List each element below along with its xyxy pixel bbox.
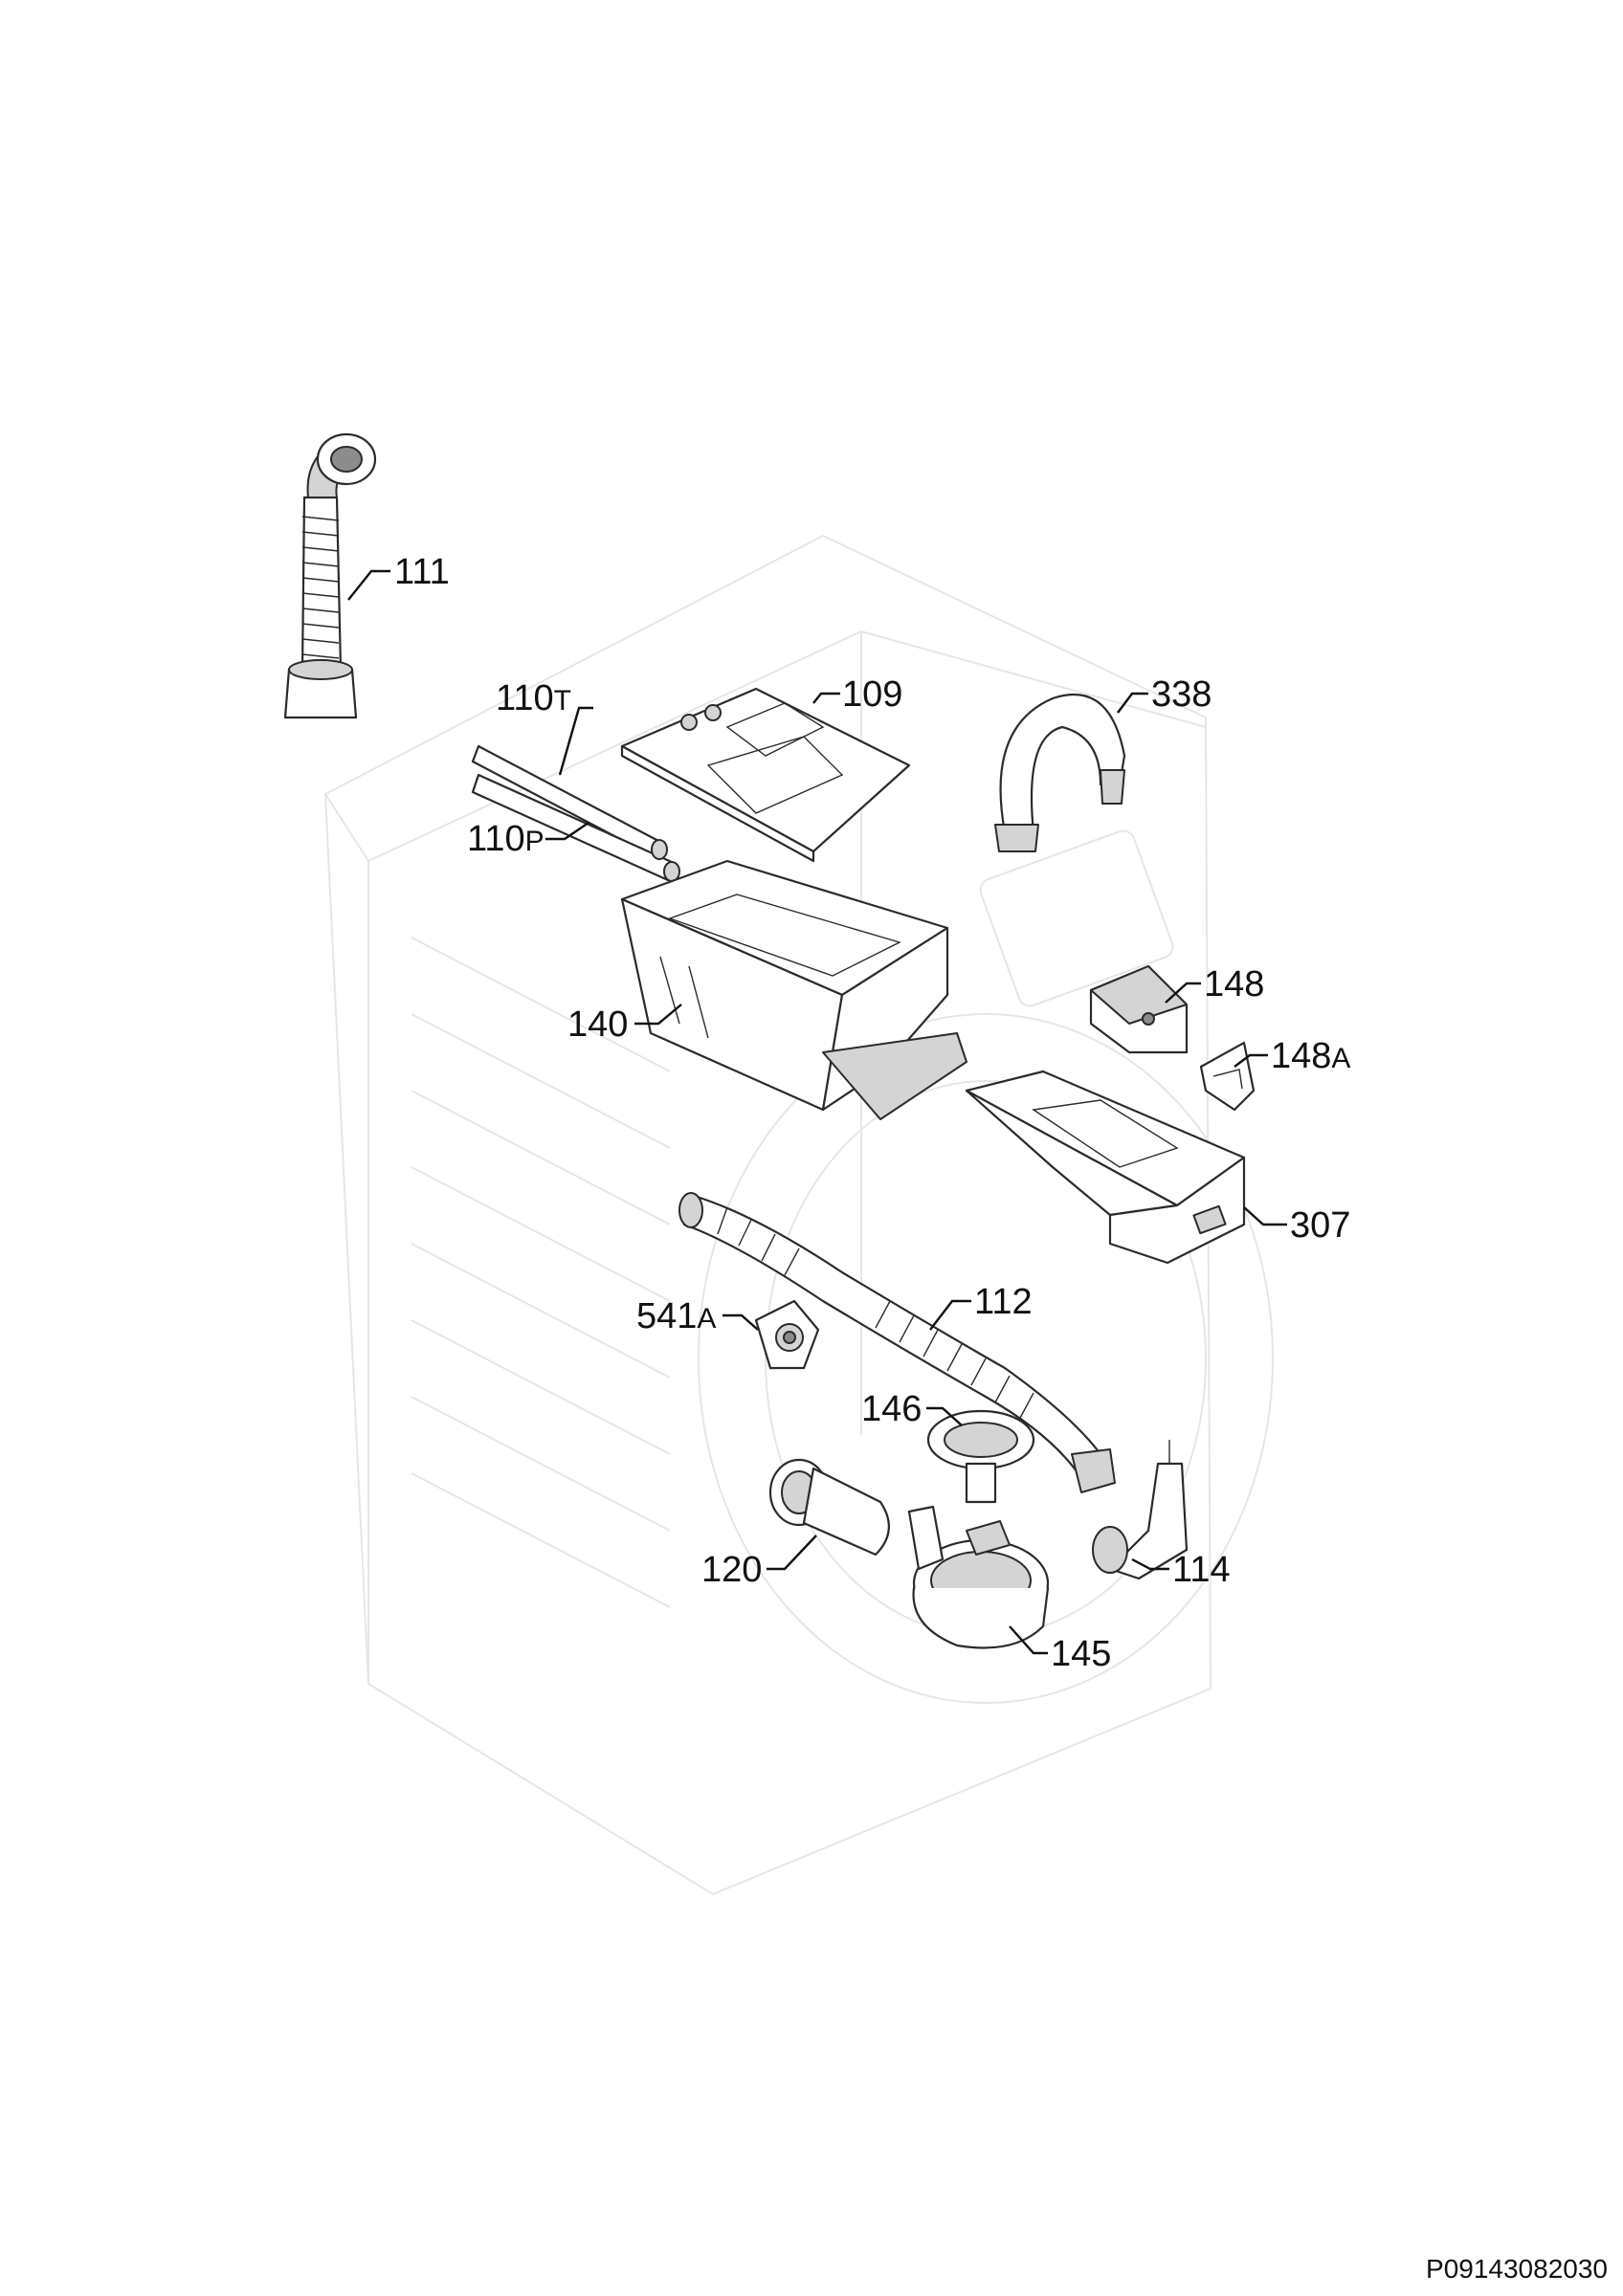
leader-541a [723,1314,759,1331]
label-148: 148 [1204,964,1264,1004]
leader-112 [929,1299,971,1331]
label-110p: 110P [467,819,545,859]
leader-lines [347,569,1287,1655]
leader-145 [1009,1625,1048,1655]
leader-307 [1243,1206,1287,1226]
leader-148 [1165,982,1201,1004]
label-109: 109 [842,674,902,715]
leader-111 [347,569,390,601]
part-148a-drawer-insert[interactable] [1199,1041,1256,1112]
label-140: 140 [567,1004,628,1045]
label-145: 145 [1051,1634,1111,1674]
leader-146 [926,1406,963,1426]
part-111-drain-hose[interactable] [283,432,377,719]
label-541a: 541A [636,1296,716,1336]
callout-labels: 111 110T 110P 109 338 140 148 148A 307 1… [394,552,1350,1674]
leader-114 [1131,1557,1169,1571]
label-338: 338 [1151,674,1212,715]
part-338-hose-guide[interactable] [994,694,1126,852]
leader-140 [634,1004,682,1026]
part-148-drawer-handle[interactable] [1089,964,1189,1054]
part-120-filter-plug[interactable] [768,1458,890,1556]
leader-120 [767,1534,817,1571]
part-112-sump-hose[interactable] [678,1192,1116,1493]
part-140-dispenser-housing[interactable] [620,859,967,1120]
label-307: 307 [1290,1205,1350,1246]
part-109-dispenser-cover[interactable] [620,687,911,863]
diagram-reference-code: P09143082030 [1426,2254,1608,2284]
leader-109 [812,692,840,704]
label-111: 111 [394,552,450,592]
leader-338 [1117,692,1148,714]
leader-110t [558,706,593,776]
leader-110p [545,822,589,841]
part-145-pump-housing[interactable] [907,1505,1050,1649]
label-146: 146 [861,1389,922,1429]
label-112: 112 [974,1282,1033,1322]
label-110t: 110T [496,678,571,718]
part-146-filter-seal[interactable] [926,1409,1035,1504]
part-307-detergent-drawer[interactable] [965,1070,1246,1265]
label-120: 120 [701,1550,762,1590]
leader-148a [1234,1053,1268,1068]
part-114-pump-connector[interactable] [1092,1440,1189,1580]
label-148a: 148A [1271,1036,1350,1076]
label-114: 114 [1172,1550,1231,1590]
part-541a-level-sensor[interactable] [754,1299,820,1370]
